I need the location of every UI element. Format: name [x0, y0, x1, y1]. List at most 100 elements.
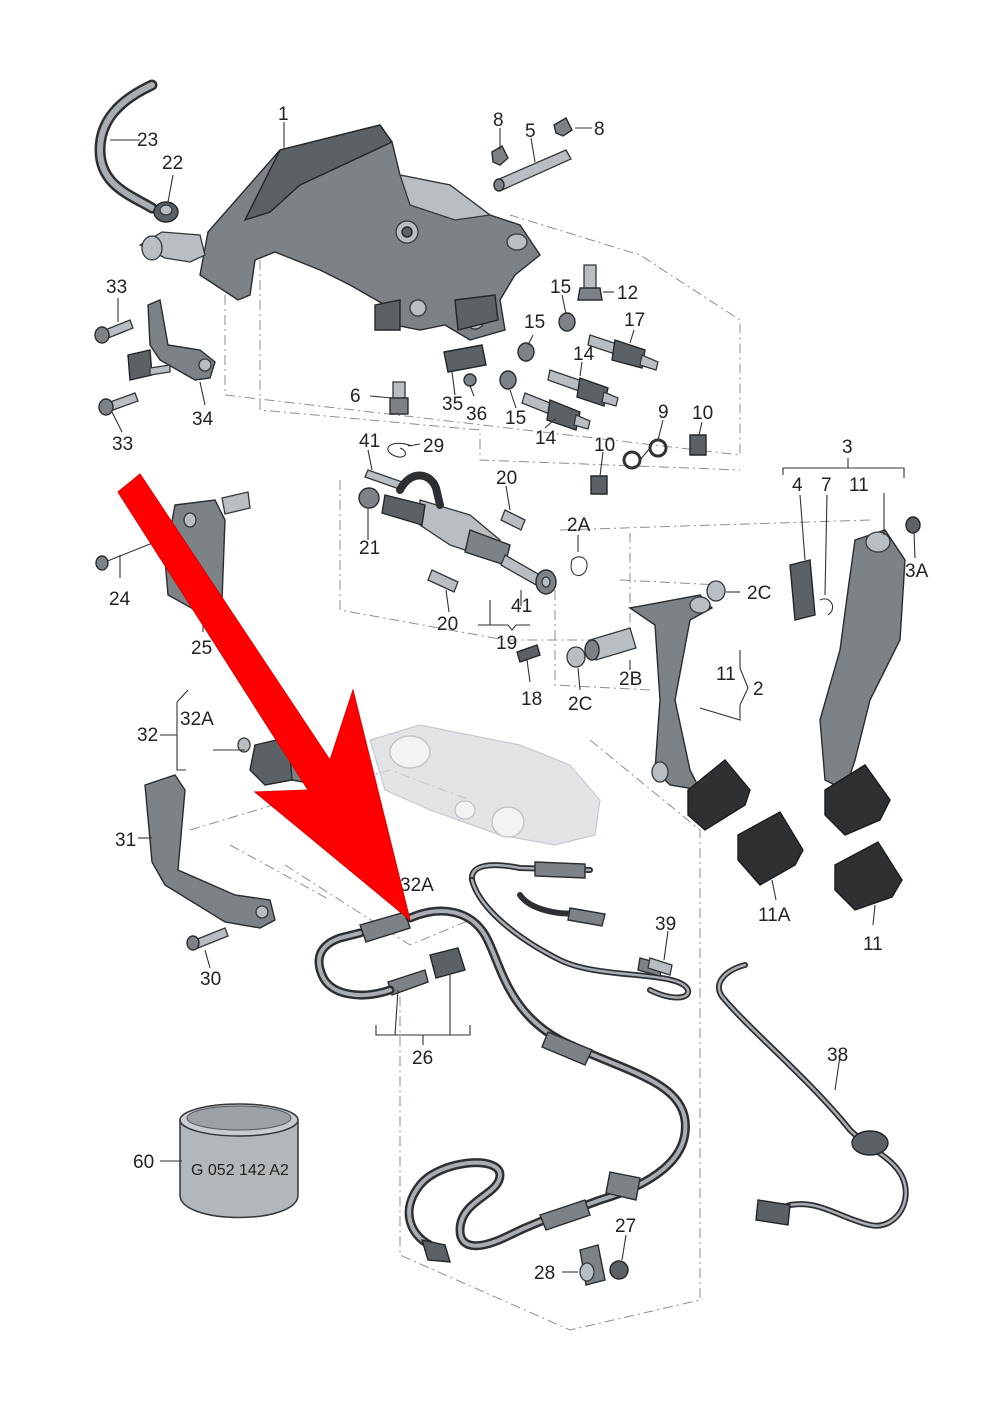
callout-32: 32 [137, 725, 158, 746]
callout-23: 23 [137, 130, 158, 151]
return-spring-9 [622, 438, 668, 470]
callout-33-top: 33 [106, 277, 127, 298]
nut-27 [609, 1260, 629, 1280]
callout-31: 31 [115, 830, 136, 851]
red-arrow-indicator [117, 473, 411, 922]
bolt-24 [95, 539, 161, 571]
callout-1: 1 [278, 104, 289, 125]
callout-11-pedal: 11 [863, 934, 883, 955]
callout-15-a: 15 [550, 277, 571, 298]
callout-15-c: 15 [505, 408, 526, 429]
master-cylinder-19 [381, 471, 557, 595]
callout-7: 7 [821, 475, 832, 496]
callout-20-top: 20 [496, 468, 517, 489]
clip-29 [387, 442, 413, 458]
callout-2C-top: 2C [747, 583, 771, 604]
sensor-39 [647, 957, 673, 976]
callout-14-top: 14 [573, 344, 595, 365]
switch-17 [587, 334, 659, 371]
clip-18 [516, 644, 541, 663]
bracket-34 [127, 299, 216, 381]
bolt-33-top [94, 319, 134, 344]
callout-15-b: 15 [524, 312, 545, 333]
callout-3: 3 [842, 437, 853, 458]
grommet-22 [153, 201, 179, 223]
bushing-2C-top [706, 580, 726, 602]
callout-10-bottom: 10 [594, 435, 615, 456]
callout-2: 2 [753, 679, 764, 700]
sensor-line-38 [715, 962, 909, 1229]
callout-20-bottom: 20 [437, 614, 458, 635]
callout-2B: 2B [619, 669, 642, 690]
callout-14-bottom: 14 [535, 428, 557, 449]
callout-60: 60 [133, 1152, 154, 1173]
callout-2A: 2A [567, 515, 591, 536]
pedal-pad-11A [737, 811, 804, 886]
callout-38: 38 [827, 1045, 848, 1066]
switch-clip-15-c [499, 370, 517, 390]
callout-4: 4 [792, 475, 803, 496]
pedal-pad-2 [687, 759, 751, 831]
callout-22: 22 [162, 153, 183, 174]
callout-3A: 3A [905, 561, 929, 582]
clip-8-right [553, 117, 573, 137]
callout-10-top: 10 [692, 403, 713, 424]
gearbox-housing-ghost [369, 724, 601, 846]
pivot-pin-5 [493, 149, 572, 192]
callout-29: 29 [423, 436, 444, 457]
bolt-30 [186, 927, 229, 951]
bushing-2C-bottom [566, 646, 586, 668]
callout-35: 35 [442, 394, 463, 415]
vacuum-hose-23 [94, 79, 158, 214]
leader-lines [110, 122, 916, 1273]
callout-12: 12 [617, 283, 638, 304]
callout-39: 39 [655, 914, 676, 935]
callout-9: 9 [658, 402, 669, 423]
callout-2C-bottom: 2C [568, 694, 592, 715]
bushing-2B [584, 627, 637, 661]
stop-10-top [689, 434, 707, 456]
callout-6: 6 [350, 386, 361, 407]
screw-36 [463, 373, 477, 387]
callout-32A-top: 32A [180, 709, 214, 730]
clutch-line [314, 861, 691, 1263]
switch-clip-15-a [558, 312, 576, 332]
fitting-26 [387, 947, 466, 996]
bolt-20-bottom [427, 569, 459, 593]
callout-34: 34 [192, 409, 214, 430]
grease-container-60 [179, 1103, 299, 1219]
callout-18: 18 [521, 689, 542, 710]
callout-11A: 11A [758, 905, 791, 926]
callout-5: 5 [525, 121, 536, 142]
callout-11-side: 11 [716, 664, 736, 685]
callout-labels: 1 23 22 8 5 8 12 15 15 17 14 33 6 35 36 … [106, 104, 929, 1284]
callout-25: 25 [191, 638, 212, 659]
bracket-31 [144, 774, 276, 929]
callout-36: 36 [466, 404, 487, 425]
callout-33-bottom: 33 [112, 434, 133, 455]
callout-27: 27 [615, 1216, 636, 1237]
clip-7 [819, 598, 834, 616]
pedal-bracket-1 [138, 124, 541, 341]
switch-14-bottom [521, 392, 591, 431]
callout-21: 21 [359, 538, 380, 559]
callout-41-top: 41 [359, 431, 380, 452]
plate-35 [443, 344, 487, 373]
pedal-pad-11-top [824, 764, 891, 836]
callout-24: 24 [109, 589, 131, 610]
callout-11-top: 11 [849, 475, 869, 496]
callout-8-right: 8 [594, 119, 605, 140]
stop-10-bottom [590, 475, 608, 495]
callout-32A-mid: 32A [400, 875, 434, 896]
callout-19: 19 [496, 633, 517, 654]
switch-14-top [547, 369, 619, 407]
bolt-33-bottom [98, 392, 139, 416]
switch-clip-15-b [517, 342, 535, 362]
bracket-4 [789, 559, 816, 621]
brake-pedal-3 [819, 529, 906, 791]
seal-21 [358, 487, 380, 509]
callout-8-left: 8 [493, 110, 504, 131]
clutch-pedal-2 [628, 594, 714, 791]
clip-2A [570, 556, 588, 577]
